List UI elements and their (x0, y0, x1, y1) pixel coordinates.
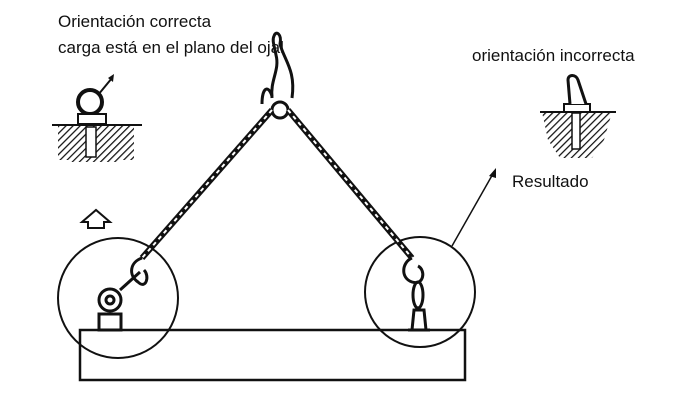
correct-eyebolt-icon (52, 74, 142, 162)
left-detail-circle (57, 237, 179, 359)
right-eyebolt-icon (402, 256, 430, 332)
incorrect-eyebolt-icon (540, 74, 616, 158)
crane-hook-icon (260, 31, 295, 120)
result-arrow (451, 171, 495, 247)
up-arrow-icon (79, 208, 113, 229)
label-load-in-eye-plane: carga está en el plano del ojal (58, 38, 284, 57)
label-correct-orientation: Orientación correcta (58, 12, 212, 31)
load-block (78, 328, 467, 382)
sling-ropes (139, 108, 415, 260)
right-detail-circle (364, 236, 476, 348)
label-incorrect-orientation: orientación incorrecta (472, 46, 635, 65)
result-arrowhead-icon (489, 168, 496, 178)
label-result: Resultado (512, 172, 589, 191)
left-eyebolt-icon (97, 256, 149, 332)
